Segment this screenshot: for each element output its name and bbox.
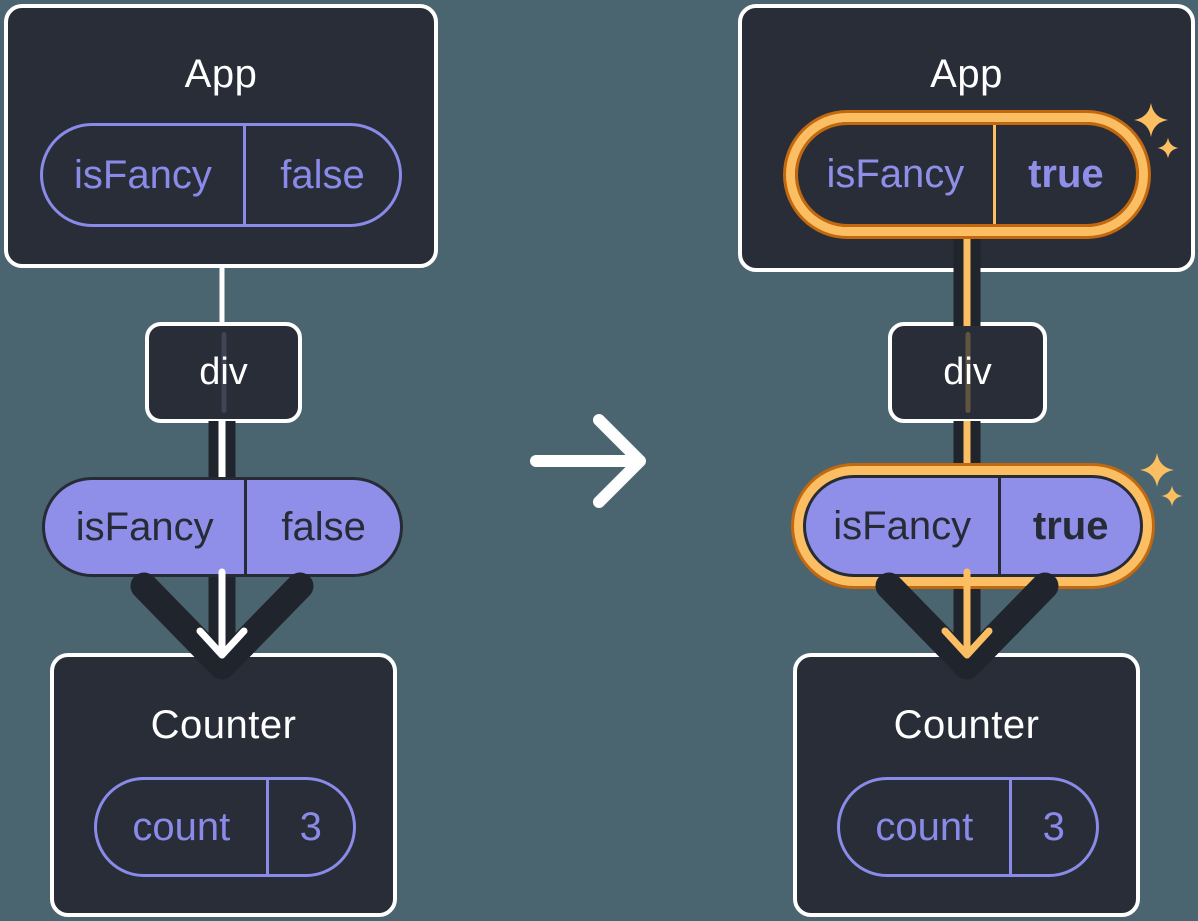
- app-title-before: App: [184, 52, 258, 96]
- arrow-right-icon: [530, 414, 646, 508]
- counter-state-pill-after: count 3: [837, 777, 1099, 877]
- counter-card-after: Counter count 3: [793, 653, 1140, 917]
- state-value: false: [280, 152, 365, 197]
- state-name: isFancy: [798, 125, 996, 224]
- state-name: isFancy: [43, 126, 246, 224]
- div-label-after: div: [943, 351, 992, 393]
- thread-line-icon: [965, 332, 970, 413]
- div-label-before: div: [199, 351, 248, 393]
- state-value: true: [1028, 152, 1104, 196]
- prop-name: isFancy: [45, 480, 248, 574]
- div-node-after: div: [888, 322, 1047, 423]
- core-arrowhead-after: [941, 627, 993, 659]
- app-title-after: App: [930, 52, 1003, 96]
- counter-title-after: Counter: [893, 703, 1040, 747]
- state-value: 3: [299, 804, 322, 849]
- state-value: 3: [1042, 804, 1065, 849]
- prop-pill-before: isFancy false: [42, 477, 403, 577]
- thread-line-icon: [221, 332, 226, 413]
- prop-value: true: [1032, 503, 1109, 548]
- sparkle-icon: [1161, 485, 1183, 507]
- sparkle-icon: [1140, 453, 1174, 487]
- prop-pill-after-highlighted: isFancy true: [803, 475, 1143, 577]
- prop-value: false: [281, 504, 366, 549]
- app-state-pill-before: isFancy false: [40, 123, 402, 227]
- app-state-pill-after-highlighted: isFancy true: [795, 122, 1139, 227]
- state-name: count: [97, 780, 269, 874]
- core-arrowhead-before: [196, 627, 248, 659]
- state-name: count: [840, 780, 1012, 874]
- prop-name: isFancy: [806, 478, 1002, 574]
- counter-state-pill-before: count 3: [94, 777, 356, 877]
- counter-title-before: Counter: [150, 703, 297, 747]
- div-node-before: div: [145, 322, 302, 423]
- counter-card-before: Counter count 3: [50, 653, 397, 917]
